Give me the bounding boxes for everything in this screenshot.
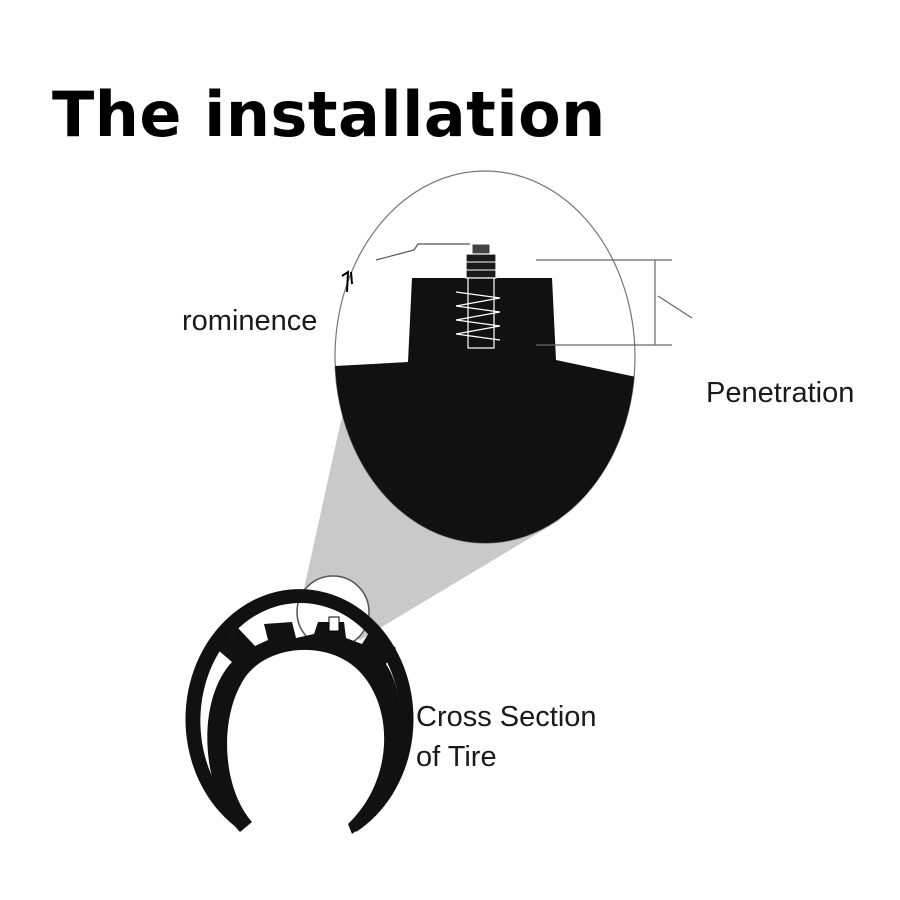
prominence-tick [341,270,353,293]
tire-cross-section [185,589,414,834]
page-title: The installation [52,78,606,151]
prominence-label: rominence [182,305,318,337]
tire-stud [328,616,340,632]
cross-section-label-line1: Cross Section [416,701,597,733]
penetration-dimension [536,259,693,346]
tread-block [335,278,635,543]
screw-stud [455,243,501,349]
magnified-view [334,170,636,544]
prominence-pointer [375,243,470,261]
penetration-label: Penetration [706,377,855,409]
cross-section-label-line2: of Tire [416,741,497,773]
cross-section-label: Cross Section of Tire [416,697,656,777]
